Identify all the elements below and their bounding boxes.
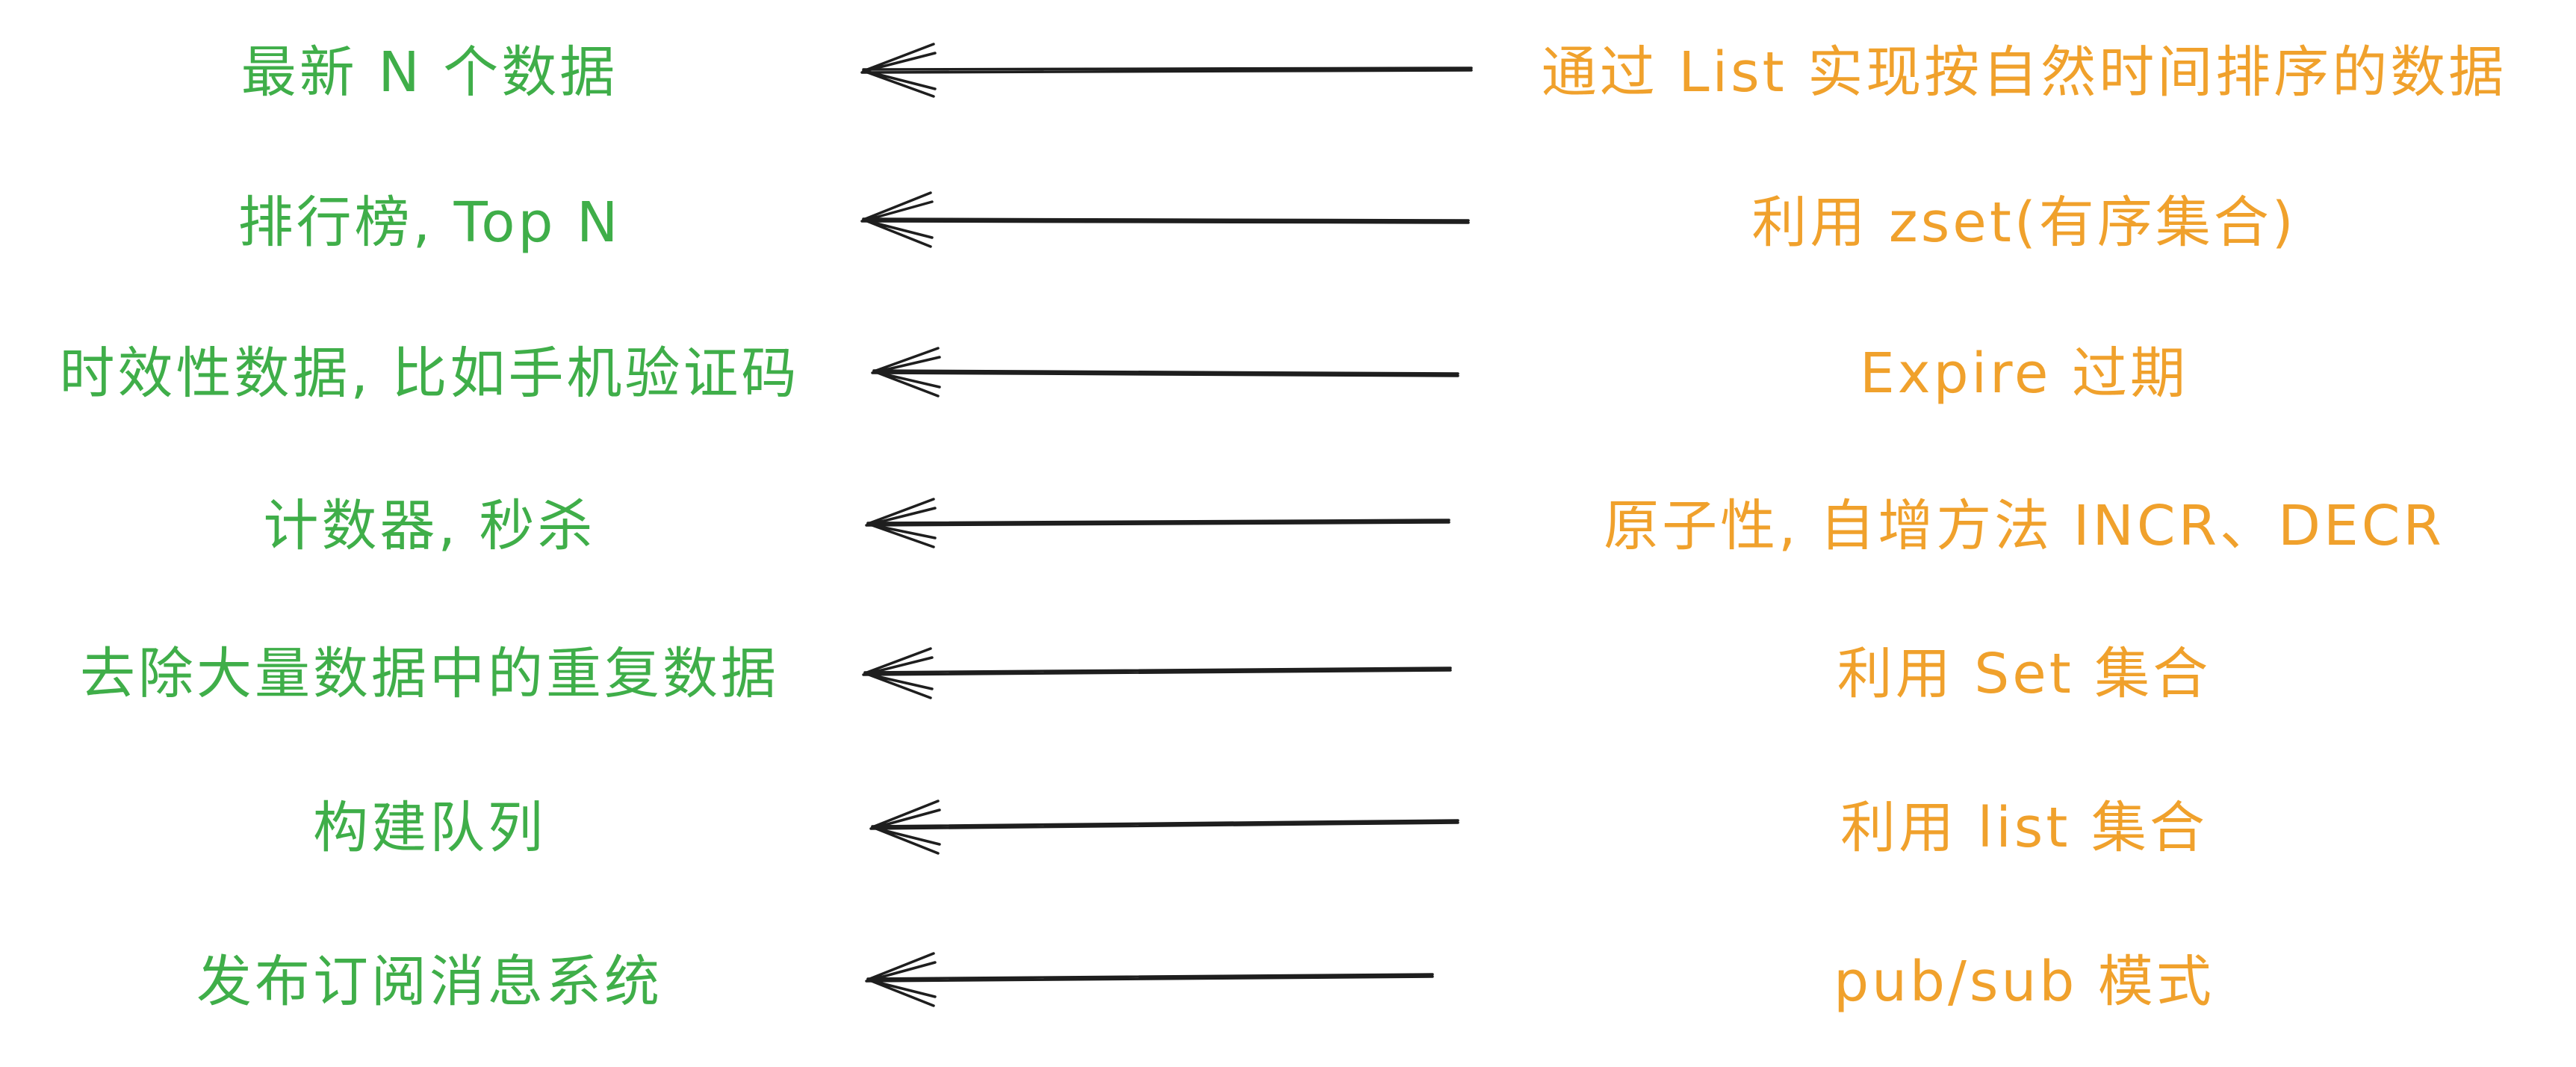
left-pointing-arrow	[865, 952, 1434, 1007]
left-pointing-arrow	[860, 43, 1473, 98]
implementation-label: 利用 zset(有序集合)	[1751, 190, 2297, 255]
mapping-row: 去除大量数据中的重复数据 利用 Set 集合	[0, 598, 2576, 740]
mapping-row: 发布订阅消息系统 pub/sub 模式	[0, 906, 2576, 1048]
left-pointing-arrow	[862, 647, 1452, 699]
mapping-row: 构建队列 利用 list 集合	[0, 752, 2576, 894]
use-case-label: 发布订阅消息系统	[196, 949, 662, 1014]
mapping-row: 排行榜, Top N 利用 zset(有序集合)	[0, 146, 2576, 288]
mapping-row: 时效性数据, 比如手机验证码 Expire 过期	[0, 297, 2576, 439]
mapping-row: 计数器, 秒杀 原子性, 自增方法 INCR、DECR	[0, 450, 2576, 592]
implementation-label: 通过 List 实现按自然时间排序的数据	[1541, 40, 2507, 105]
implementation-label: pub/sub 模式	[1834, 949, 2215, 1014]
use-case-label: 时效性数据, 比如手机验证码	[59, 341, 800, 406]
mapping-row: 最新 N 个数据 通过 List 实现按自然时间排序的数据	[0, 0, 2576, 138]
use-case-label: 最新 N 个数据	[240, 40, 618, 105]
left-pointing-arrow	[860, 191, 1470, 248]
implementation-label: 利用 Set 集合	[1837, 641, 2212, 706]
use-case-label: 计数器, 秒杀	[263, 493, 596, 558]
left-pointing-arrow	[865, 498, 1450, 548]
implementation-label: Expire 过期	[1860, 341, 2188, 406]
left-pointing-arrow	[869, 800, 1459, 855]
use-case-label: 去除大量数据中的重复数据	[80, 641, 779, 706]
implementation-label: 原子性, 自增方法 INCR、DECR	[1604, 493, 2445, 558]
use-case-label: 排行榜, Top N	[238, 190, 621, 255]
use-case-label: 构建队列	[313, 795, 546, 860]
left-pointing-arrow	[871, 347, 1459, 398]
implementation-label: 利用 list 集合	[1840, 795, 2208, 860]
